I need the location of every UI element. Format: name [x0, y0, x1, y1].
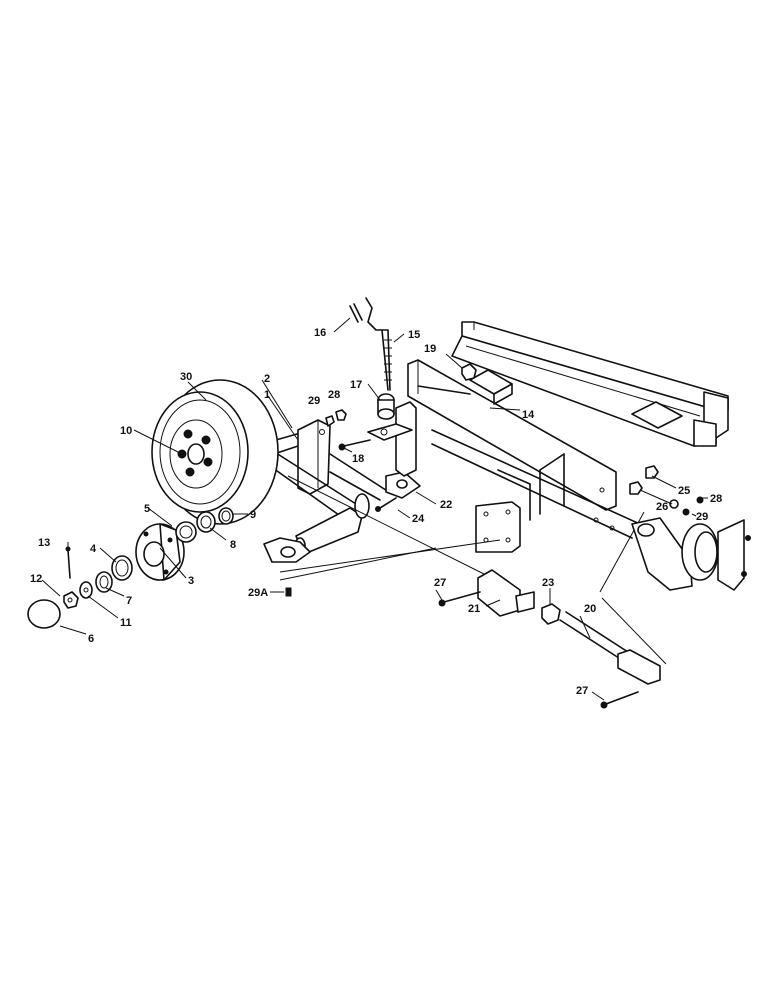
callout-4: 4: [90, 543, 97, 555]
callout-28-left: 28: [328, 389, 340, 401]
callout-18: 18: [352, 453, 364, 465]
jack-and-bracket: [325, 297, 477, 477]
callout-3: 3: [188, 575, 194, 587]
callout-26: 26: [656, 501, 668, 513]
spring-arm: [631, 517, 751, 591]
callout-17: 17: [350, 379, 362, 391]
leader-lines: [41, 317, 708, 701]
wheel: [151, 379, 279, 525]
callout-1: 1: [264, 389, 270, 401]
callout-10: 10: [120, 425, 132, 437]
callout-6: 6: [88, 633, 94, 645]
callout-24: 24: [412, 513, 425, 525]
callout-16: 16: [314, 327, 326, 339]
callout-7: 7: [126, 595, 132, 607]
callout-2: 2: [264, 373, 270, 385]
callout-8: 8: [230, 539, 236, 551]
callout-11: 11: [120, 617, 132, 629]
callouts: 1 2 3 4 5 6 7 8 9 10 11 12 13 14 15 16 1…: [30, 327, 722, 697]
callout-14: 14: [522, 409, 535, 421]
callout-9: 9: [250, 509, 256, 521]
callout-13: 13: [38, 537, 50, 549]
callout-22: 22: [440, 499, 452, 511]
callout-27-top: 27: [434, 577, 446, 589]
callout-12: 12: [30, 573, 42, 585]
hub-parts: [27, 507, 234, 629]
adjuster-rod: [285, 465, 704, 709]
callout-21: 21: [468, 603, 480, 615]
callout-30: 30: [180, 371, 192, 383]
callout-5: 5: [144, 503, 150, 515]
callout-23: 23: [542, 577, 554, 589]
callout-29A: 29A: [248, 587, 268, 599]
callout-19: 19: [424, 343, 436, 355]
callout-29-right: 29: [696, 511, 708, 523]
callout-25: 25: [678, 485, 690, 497]
callout-27-bottom: 27: [576, 685, 588, 697]
callout-15: 15: [408, 329, 420, 341]
frame-rail: [407, 321, 729, 539]
callout-20: 20: [584, 603, 596, 615]
callout-28-right: 28: [710, 493, 722, 505]
callout-29-left: 29: [308, 395, 320, 407]
